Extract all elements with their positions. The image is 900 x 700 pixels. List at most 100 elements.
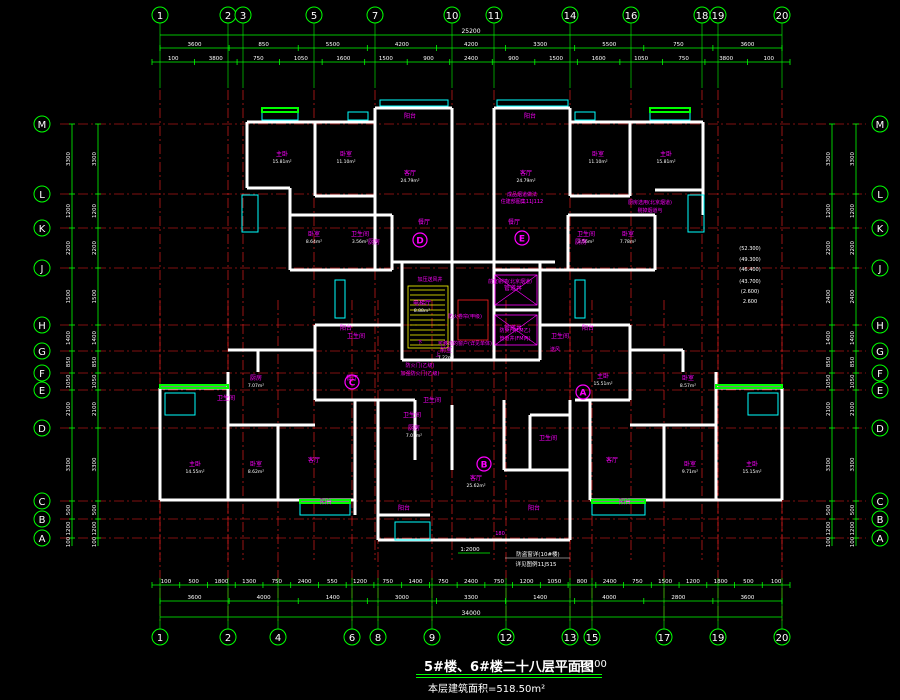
annotation-note: 剔掉烟道与 [637,207,662,214]
axis-bubble-top-19-circle [709,6,727,24]
window [164,392,196,416]
dim-right-inner-value: 100 [850,536,856,547]
axis-bubble-top-14: 14 [564,11,577,22]
axis-bubble-left-D: D [38,424,46,435]
axis-bubble-bottom-6: 6 [349,633,355,644]
dim-right-inner-value: 3300 [850,152,856,166]
dim-bottom-row2-value: 3600 [188,595,202,601]
axis-bubble-left-F-circle [33,364,51,382]
elevator-cross [494,314,538,346]
dim-right-value: 3300 [826,457,832,471]
room-name: 管道井 [504,284,522,292]
dim-bottom-row2-value: 4000 [602,595,616,601]
dim-top-row2-value: 100 [168,56,179,62]
axis-bubble-top-20: 20 [776,11,789,22]
dim-right-value: 1200 [826,521,832,535]
annotation-note: 上 [435,351,440,358]
axis-bubble-bottom-8: 8 [375,633,381,644]
room-name: 客厅 [606,456,618,464]
dim-left-value: 100 [66,536,72,547]
axis-bubble-right-H: H [876,321,884,332]
axis-bubble-left-C: C [39,497,46,508]
room-area: 8.62m² [248,469,264,475]
balcony-rail [159,384,229,389]
bottom-note: 详见图例11J515 [515,560,557,568]
window [496,99,569,107]
annotation-note: 送风 [550,346,560,353]
dim-bottom-row1-value: 750 [493,579,504,585]
annotation-note: 防火卷帘(甲级) [448,313,482,320]
room-area: 8.64m² [306,239,322,245]
balcony-rail [299,499,351,504]
dim-bottom-row1-value: 750 [438,579,449,585]
room-area: 7.78m² [620,239,636,245]
room-area: 11.10m² [588,159,607,165]
axis-bubble-right-H-circle [871,316,889,334]
room-name: 卧室 [622,230,634,238]
unit-tag-circle-A [575,384,591,400]
axis-bubble-top-10: 10 [446,11,459,22]
dim-left-inner-value: 100 [92,536,98,547]
room-name: 主卧 [597,372,609,380]
axis-bubble-bottom-6-circle [343,628,361,646]
dim-right-value: 1200 [826,204,832,218]
annotation-note: 防火门(FM乙) [499,327,530,334]
axis-bubble-top-7: 7 [372,11,378,22]
dim-bottom-row1-value: 750 [632,579,643,585]
room-name: 阳台 [524,112,536,120]
annotation-note: 厨房选用(北京烟道) [628,199,672,206]
axis-bubble-right-M-circle [871,115,889,133]
room-name: 卧室 [682,374,694,382]
axis-bubble-left-K: K [39,224,46,235]
room-name: 卫生间 [551,332,569,340]
dim-right-inner-value: 3300 [850,457,856,471]
dim-top-row1-value: 4200 [395,42,409,48]
axis-bubble-top-1-circle [151,6,169,24]
dim-bottom-total: 34000 [461,610,480,617]
stair-outline [407,285,449,349]
room-area: 7.07m² [406,433,422,439]
dim-top-row2-value: 900 [423,56,434,62]
dim-right-value: 100 [826,536,832,547]
balcony-rail [649,107,691,113]
room-name: 卧室 [250,460,262,468]
dim-bottom-row1-value: 100 [161,579,172,585]
dim-bottom-row2-value: 1400 [326,595,340,601]
room-name: 客厅 [308,456,320,464]
dim-left-inner-value: 2100 [92,402,98,416]
room-area: 25.62m² [466,483,485,489]
axis-bubble-top-1: 1 [157,11,163,22]
axis-bubble-bottom-20: 20 [776,633,789,644]
axis-bubble-bottom-1-circle [151,628,169,646]
dim-left-inner-value: 1200 [92,521,98,535]
dim-right-value: 1050 [826,374,832,388]
unit-tag-circle-B [476,456,492,472]
room-name: 卫生间 [347,332,365,340]
room-name: 阳台 [404,112,416,120]
axis-bubble-left-M: M [38,120,47,131]
dim-top-row2-value: 1050 [294,56,308,62]
dim-bottom-row1-value: 500 [188,579,199,585]
dim-bottom-row1-value: 1400 [409,579,423,585]
room-area: 15.81m² [272,159,291,165]
bottom-note: 防盗窗详(10#楼) [516,550,559,558]
annotation-note: 成品烟道做法 [507,191,537,198]
unit-tag-circle-E [514,230,530,246]
window [261,111,299,121]
dim-bottom-row1-value: 2400 [298,579,312,585]
room-name: 餐厅 [508,218,520,226]
dim-right-inner-value: 500 [850,504,856,515]
dim-left-inner-value: 1200 [92,204,98,218]
dim-left-value: 850 [66,356,72,367]
axis-bubble-bottom-13-circle [561,628,579,646]
dim-right-inner-value: 1400 [850,331,856,345]
window [574,111,596,121]
axis-bubble-left-G-circle [33,342,51,360]
annotation-note: 下 [417,340,422,346]
axis-bubble-bottom-12: 12 [500,633,513,644]
room-name: 主卧 [189,460,201,468]
dim-bottom-row1-value: 1200 [519,579,533,585]
dim-right-value: 3300 [826,152,832,166]
annotation-note: 管道井(FM丙) [499,335,530,342]
